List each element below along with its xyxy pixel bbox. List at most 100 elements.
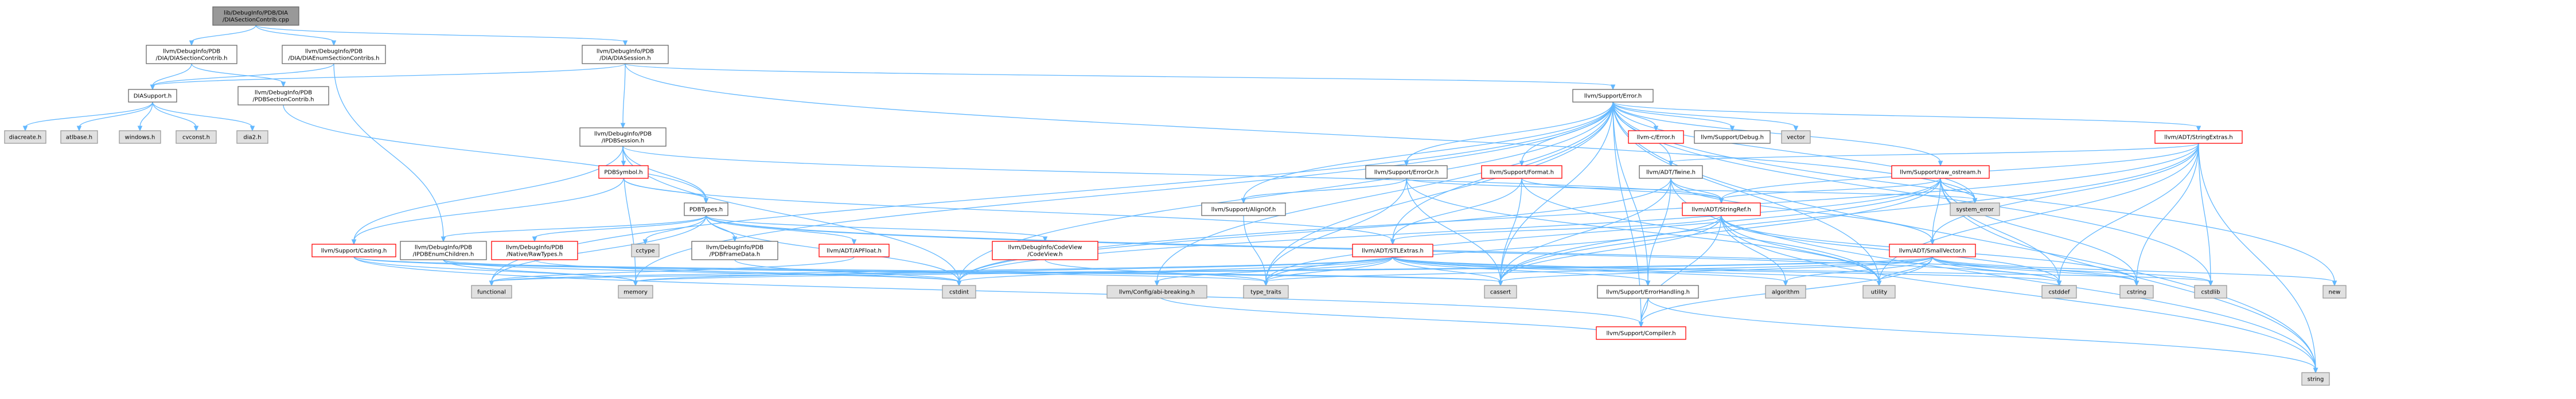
- edge-error_h-to-abi_breaking_h: [1156, 101, 1614, 283]
- edge-pdbtypes_h-to-cctype: [645, 215, 707, 241]
- node-diasession-h[interactable]: llvm/DebugInfo/PDB/DIA/DIASession.h: [582, 45, 669, 64]
- node-label: llvm/Support/AlignOf.h: [1211, 207, 1276, 213]
- node-label: cstdlib: [2201, 290, 2220, 296]
- node-error-h[interactable]: llvm/Support/Error.h: [1572, 89, 1654, 103]
- node-label: cstdint: [949, 290, 969, 296]
- edge-arrowhead: [441, 236, 446, 242]
- node-pdbsymbol-h[interactable]: PDBSymbol.h: [598, 165, 649, 179]
- node-erroror-h[interactable]: llvm/Support/ErrorOr.h: [1365, 165, 1448, 179]
- edge-pdbsymbol_h-to-pdbtypes_h: [623, 178, 707, 200]
- node-label: lib/DebugInfo/PDB/DIA: [224, 10, 288, 17]
- node-box: [1243, 285, 1289, 299]
- edge-stringextras_h-to-cstring: [2136, 143, 2199, 283]
- node-pdbframedata-h[interactable]: llvm/DebugInfo/PDB/PDBFrameData.h: [691, 241, 778, 260]
- edge-diasupport_h-to-cvconst_h: [152, 101, 197, 128]
- node-pdbtypes-h[interactable]: PDBTypes.h: [684, 202, 728, 216]
- edge-compiler_h-to-abi_breaking_h: [1156, 294, 1642, 340]
- node-box: [1891, 165, 1990, 179]
- edge-twine_h-to-cassert: [1500, 178, 1671, 283]
- node-label: llvm/ADT/Twine.h: [1646, 170, 1696, 176]
- edge-error_h-to-raw_ostream_h: [1612, 101, 1941, 163]
- node-atlbase-h: atlbase.h: [60, 130, 98, 144]
- node-codeview-h[interactable]: llvm/DebugInfo/CodeView/CodeView.h: [992, 241, 1098, 260]
- node-type-traits: type_traits: [1243, 285, 1289, 299]
- node-compiler-h[interactable]: llvm/Support/Compiler.h: [1596, 326, 1686, 340]
- node-casting-h[interactable]: llvm/Support/Casting.h: [311, 244, 396, 257]
- node-label: llvm/DebugInfo/PDB: [255, 90, 312, 96]
- edge-apfloat_h-to-functional: [491, 256, 855, 283]
- node-ipdbsession-h[interactable]: llvm/DebugInfo/PDB/IPDBSession.h: [579, 127, 667, 147]
- node-box: [212, 6, 299, 26]
- node-format-h[interactable]: llvm/Support/Format.h: [1481, 165, 1562, 179]
- edge-stringextras_h-to-cstdlib: [2198, 143, 2211, 283]
- edge-arrowhead: [2056, 280, 2062, 287]
- node-rawtypes-h[interactable]: llvm/DebugInfo/PDB/Native/RawTypes.h: [491, 241, 578, 260]
- node-stringextras-h[interactable]: llvm/ADT/StringExtras.h: [2154, 130, 2243, 144]
- node-stlextras-h[interactable]: llvm/ADT/STLExtras.h: [1352, 244, 1433, 257]
- node-box: [119, 130, 161, 144]
- node-diaenumsectioncontribs-h[interactable]: llvm/DebugInfo/PDB/DIA/DIAEnumSectionCon…: [282, 45, 386, 64]
- node-smallvector-h[interactable]: llvm/ADT/SmallVector.h: [1889, 244, 1976, 257]
- node-box: [282, 45, 386, 64]
- node-twine-h[interactable]: llvm/ADT/Twine.h: [1639, 165, 1703, 179]
- node-label: diacreate.h: [9, 135, 42, 141]
- edge-arrowhead: [620, 123, 626, 129]
- edge-arrowhead: [1404, 161, 1409, 167]
- node-string: string: [2301, 372, 2330, 386]
- node-label: algorithm: [1772, 290, 1799, 296]
- edge-diasupport_h-to-diacreate_h: [25, 101, 153, 128]
- node-box: [819, 244, 890, 257]
- edge-stringref_h-to-string: [1721, 215, 2316, 370]
- node-apfloat-h[interactable]: llvm/ADT/APFloat.h: [819, 244, 890, 257]
- edge-stringref_h-to-compiler_h: [1640, 215, 1722, 324]
- node-box: [1862, 285, 1896, 299]
- edge-arrowhead: [2134, 280, 2139, 287]
- edge-erroror_h-to-cassert: [1406, 178, 1501, 283]
- edge-arrowhead: [1793, 126, 1799, 132]
- node-errorhandling-h[interactable]: llvm/Support/ErrorHandling.h: [1597, 285, 1699, 299]
- edge-error_h-to-llvm_c_error: [1612, 101, 1657, 128]
- node-label: llvm/DebugInfo/PDB: [305, 49, 363, 55]
- node-raw-ostream-h[interactable]: llvm/Support/raw_ostream.h: [1891, 165, 1990, 179]
- node-box: [1597, 285, 1699, 299]
- edge-raw_ostream_h-to-cstddef: [1940, 178, 2060, 283]
- node-label: llvm/ADT/StringExtras.h: [2164, 135, 2233, 141]
- edge-alignof_h-to-type_traits: [1243, 215, 1266, 283]
- edge-smallvector_h-to-cstddef: [1932, 256, 2060, 283]
- node-box: [311, 244, 396, 257]
- node-box: [1352, 244, 1433, 257]
- node-box: [128, 89, 177, 103]
- node-label: DIASupport.h: [134, 93, 172, 100]
- node-label: /IPDBSession.h: [602, 138, 644, 144]
- node-alignof-h[interactable]: llvm/Support/AlignOf.h: [1201, 202, 1286, 216]
- edge-root-to-diaenumsectioncontribs_h: [255, 25, 334, 42]
- edge-error_h-to-memory: [635, 101, 1614, 283]
- edge-twine_h-to-cstdint: [958, 178, 1671, 283]
- node-box: [631, 244, 660, 257]
- node-llvm-c-error[interactable]: llvm-c/Error.h: [1628, 130, 1684, 144]
- node-box: [1682, 202, 1761, 216]
- node-label: atlbase.h: [66, 135, 92, 141]
- edge-stringextras_h-to-cstddef: [2059, 143, 2199, 283]
- node-label: cctype: [636, 248, 654, 255]
- node-diasectioncontrib-h[interactable]: llvm/DebugInfo/PDB/DIA/DIASectionContrib…: [146, 45, 237, 64]
- edge-arrowhead: [1042, 236, 1048, 242]
- edge-diasession_h-to-error_h: [625, 63, 1614, 87]
- node-stringref-h[interactable]: llvm/ADT/StringRef.h: [1682, 202, 1761, 216]
- edge-diasupport_h-to-atlbase_h: [79, 101, 153, 128]
- node-label: windows.h: [125, 135, 155, 141]
- node-ipdbenumchildren-h[interactable]: llvm/DebugInfo/PDB/IPDBEnumChildren.h: [400, 241, 487, 260]
- node-box: [691, 241, 778, 260]
- edge-diasession_h-to-ipdbsession_h: [622, 63, 626, 125]
- node-label: llvm/DebugInfo/PDB: [594, 131, 652, 138]
- edge-arrowhead: [1668, 161, 1674, 167]
- node-pdbsectioncontrib-h[interactable]: llvm/DebugInfo/PDB/PDBSectionContrib.h: [237, 86, 329, 105]
- node-diasupport-h[interactable]: DIASupport.h: [128, 89, 177, 103]
- edge-error_h-to-erroror_h: [1406, 101, 1614, 163]
- edge-arrowhead: [76, 126, 82, 132]
- node-debug-h[interactable]: llvm/Support/Debug.h: [1694, 130, 1771, 144]
- node-cstdlib: cstdlib: [2194, 285, 2227, 299]
- edge-stlextras_h-to-cassert: [1392, 256, 1501, 283]
- node-root[interactable]: lib/DebugInfo/PDB/DIA/DIASectionContrib.…: [212, 6, 299, 26]
